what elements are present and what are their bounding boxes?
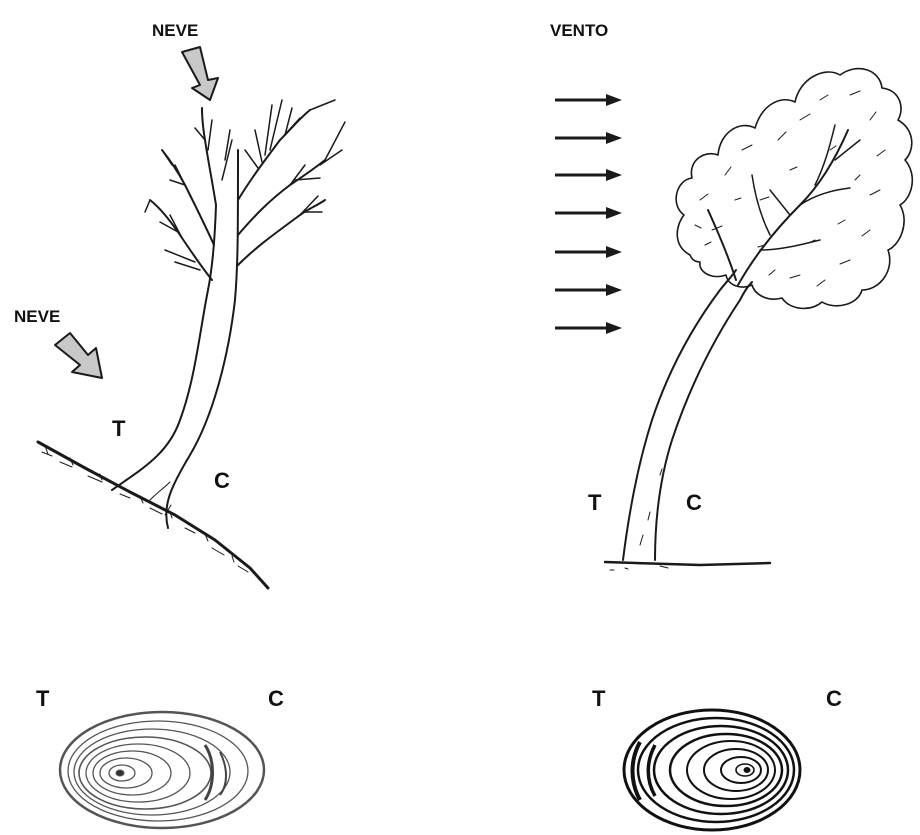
tension-label-right-section: T <box>592 686 606 711</box>
left-tree-branches <box>145 100 345 280</box>
right-tree-crown <box>676 69 912 309</box>
wind-arrow <box>555 284 622 296</box>
compression-label-left-tree: C <box>214 468 230 493</box>
flat-ground <box>605 562 770 570</box>
wind-arrows <box>555 94 622 334</box>
left-tree-illustration: NEVE NEVE T C <box>14 21 345 588</box>
wind-arrow <box>555 322 622 334</box>
wind-label: VENTO <box>550 21 608 40</box>
tension-label-right-tree: T <box>588 490 602 515</box>
snow-arrow-top <box>182 47 218 100</box>
right-tree-branches <box>708 125 860 285</box>
snow-label-top: NEVE <box>152 21 198 40</box>
compression-label-right-tree: C <box>686 490 702 515</box>
wind-arrow <box>555 94 622 106</box>
right-growth-rings <box>624 710 800 830</box>
right-tree-illustration: VENTO T C <box>550 21 912 570</box>
left-growth-rings <box>60 712 264 828</box>
wind-arrow <box>555 246 622 258</box>
compression-label-left-section: C <box>268 686 284 711</box>
wind-arrow <box>555 207 622 219</box>
tension-label-left-tree: T <box>112 416 126 441</box>
snow-label-side: NEVE <box>14 307 60 326</box>
wind-arrow <box>555 169 622 181</box>
snow-arrow-side <box>55 333 102 378</box>
compression-label-right-section: C <box>826 686 842 711</box>
right-tree-trunk <box>623 270 752 560</box>
wind-arrow <box>555 132 622 144</box>
left-cross-section: T C <box>36 686 284 828</box>
slope-ground <box>38 442 268 588</box>
right-cross-section: T C <box>592 686 842 830</box>
tension-label-left-section: T <box>36 686 50 711</box>
